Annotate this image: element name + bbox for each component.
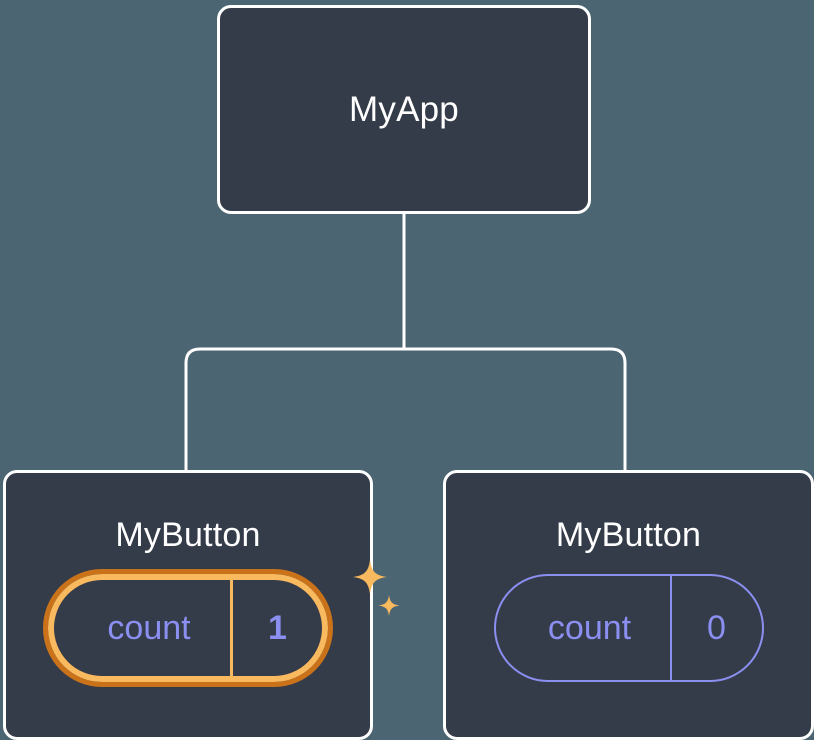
state-value-left: 1 xyxy=(230,580,322,676)
state-badge-right-wrap: count 0 xyxy=(493,574,764,682)
state-value-right: 0 xyxy=(669,576,762,680)
state-key-right: count xyxy=(547,609,632,647)
node-mybutton-left-label: MyButton xyxy=(115,516,261,554)
node-mybutton-left[interactable]: MyButton count 1 xyxy=(3,470,400,740)
state-badge-right[interactable]: count 0 xyxy=(493,574,764,682)
state-key-left: count xyxy=(107,609,191,647)
node-mybutton-right[interactable]: MyButton count 0 xyxy=(443,470,814,740)
node-myapp[interactable]: MyApp xyxy=(217,5,591,214)
state-badge-left-wrap: count 1 xyxy=(43,560,400,687)
state-badge-left[interactable]: count 1 xyxy=(43,569,333,687)
edge-root-to-children xyxy=(184,347,627,470)
node-mybutton-right-label: MyButton xyxy=(555,516,702,554)
node-myapp-label: MyApp xyxy=(349,90,459,129)
